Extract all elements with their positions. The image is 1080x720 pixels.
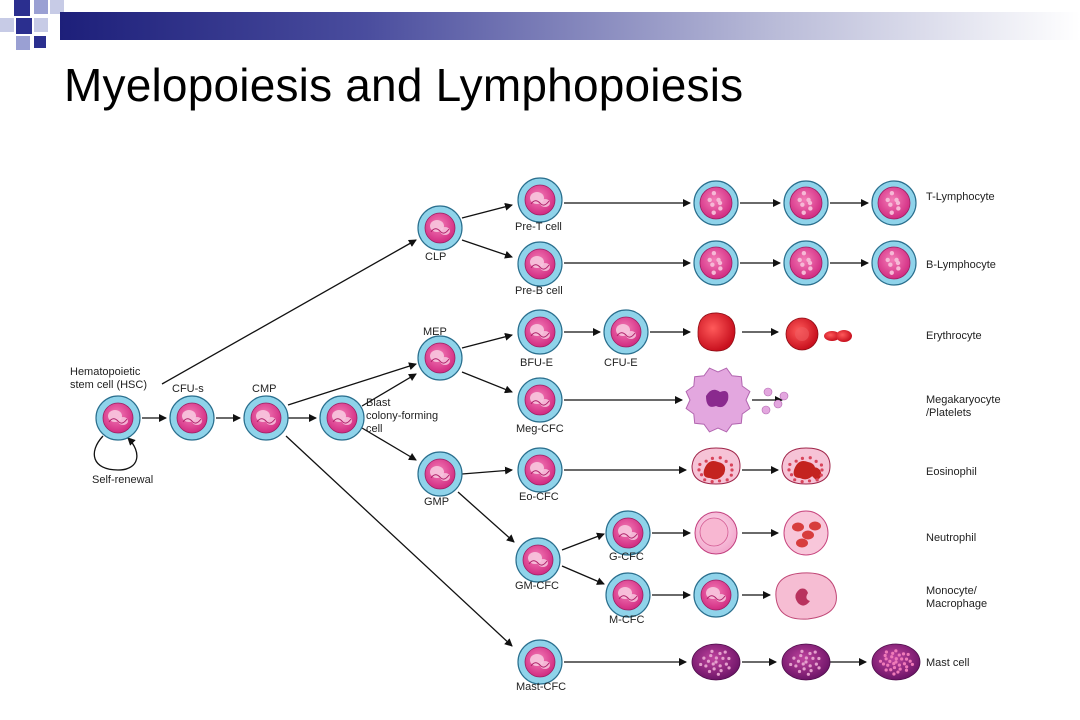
- label-g-cfc: G-CFC: [609, 551, 644, 563]
- monocyte-precursor: [693, 572, 739, 618]
- label-cfu-e: CFU-E: [604, 357, 638, 369]
- label-meg-cfc: Meg-CFC: [516, 423, 564, 435]
- arrow-mep-meg: [461, 371, 513, 394]
- arrow-hsc-clp: [161, 239, 417, 385]
- t-lymph-stage-1: [693, 180, 739, 226]
- cfu-s-cell: [169, 395, 215, 441]
- arrow-clp-preb: [461, 239, 513, 259]
- outcome-eosinophil: Eosinophil: [926, 466, 977, 478]
- mast-cell: [871, 643, 921, 681]
- bfu-e-cell: [517, 309, 563, 355]
- g-cfc-cell: [605, 510, 651, 556]
- label-m-cfc: M-CFC: [609, 614, 644, 626]
- outcome-t-lymphocyte: T-Lymphocyte: [926, 191, 995, 203]
- t-lymphocyte-cell: [871, 180, 917, 226]
- header-gradient-bar: [60, 12, 1080, 40]
- pre-b-cell: [517, 241, 563, 287]
- b-lymphocyte-cell: [871, 240, 917, 286]
- outcome-mast-cell: Mast cell: [926, 657, 969, 669]
- b-lymph-stage-1: [693, 240, 739, 286]
- megakaryocyte-cell: [685, 367, 789, 433]
- arrow-cmp-mast: [285, 435, 513, 647]
- label-clp: CLP: [425, 251, 446, 263]
- outcome-neutrophil: Neutrophil: [926, 532, 976, 544]
- label-eo-cfc: Eo-CFC: [519, 491, 559, 503]
- outcome-erythrocyte: Erythrocyte: [926, 330, 982, 342]
- gmp-cell: [417, 451, 463, 497]
- arrow-cmp-mep: [287, 362, 417, 406]
- label-cfu-s: CFU-s: [172, 383, 204, 395]
- corner-decoration: [0, 0, 64, 50]
- label-mep: MEP: [423, 326, 447, 338]
- mast-stage-1: [691, 643, 741, 681]
- outcome-labels: T-Lymphocyte B-Lymphocyte Erythrocyte Me…: [926, 191, 1001, 669]
- cells: [95, 177, 921, 685]
- neutrophil-cell: [783, 510, 829, 556]
- label-gm-cfc: GM-CFC: [515, 580, 559, 592]
- pre-t-cell: [517, 177, 563, 223]
- label-mast-cfc: Mast-CFC: [516, 681, 566, 693]
- cfu-e-cell: [603, 309, 649, 355]
- outcome-b-lymphocyte: B-Lymphocyte: [926, 259, 996, 271]
- meg-cfc-cell: [517, 377, 563, 423]
- reticulocyte-cell: [697, 312, 736, 352]
- label-bfu-e: BFU-E: [520, 357, 553, 369]
- label-pre-b: Pre-B cell: [515, 285, 563, 297]
- gm-cfc-cell: [515, 537, 561, 583]
- macrophage-cell: [775, 572, 837, 620]
- cmp-cell: [243, 395, 289, 441]
- arrows: [93, 199, 869, 666]
- t-lymph-stage-2: [783, 180, 829, 226]
- arrow-clp-pret: [461, 202, 513, 219]
- self-renewal-arrow: [93, 435, 138, 471]
- blast-cell: [319, 395, 365, 441]
- arrow-gmcfc-gcfc: [561, 532, 605, 551]
- label-self-renewal: Self-renewal: [92, 474, 153, 486]
- slide-title: Myelopoiesis and Lymphopoiesis: [64, 59, 744, 111]
- eosinophil-precursor: [691, 447, 741, 485]
- neutrophil-precursor: [694, 511, 738, 555]
- arrow-gmp-eo: [461, 466, 513, 475]
- mast-stage-2: [781, 643, 831, 681]
- arrow-gmp-gmcfc: [457, 491, 515, 543]
- clp-cell: [417, 205, 463, 251]
- m-cfc-cell: [605, 572, 651, 618]
- erythrocyte-cell: [785, 317, 852, 351]
- hsc-cell: [95, 395, 141, 441]
- arrow-blast-mep: [361, 373, 417, 407]
- mast-cfc-cell: [517, 639, 563, 685]
- arrow-blast-gmp: [361, 427, 417, 461]
- arrow-mep-bfue: [461, 332, 513, 349]
- label-cmp: CMP: [252, 383, 276, 395]
- mep-cell: [417, 335, 463, 381]
- label-pre-t: Pre-T cell: [515, 221, 562, 233]
- outcome-megakaryocyte: Megakaryocyte/Platelets: [926, 394, 1001, 419]
- eosinophil-cell: [781, 447, 831, 485]
- eo-cfc-cell: [517, 447, 563, 493]
- b-lymph-stage-2: [783, 240, 829, 286]
- outcome-monocyte: Monocyte/Macrophage: [926, 585, 987, 610]
- label-gmp: GMP: [424, 496, 449, 508]
- arrow-gmcfc-mcfc: [561, 565, 605, 585]
